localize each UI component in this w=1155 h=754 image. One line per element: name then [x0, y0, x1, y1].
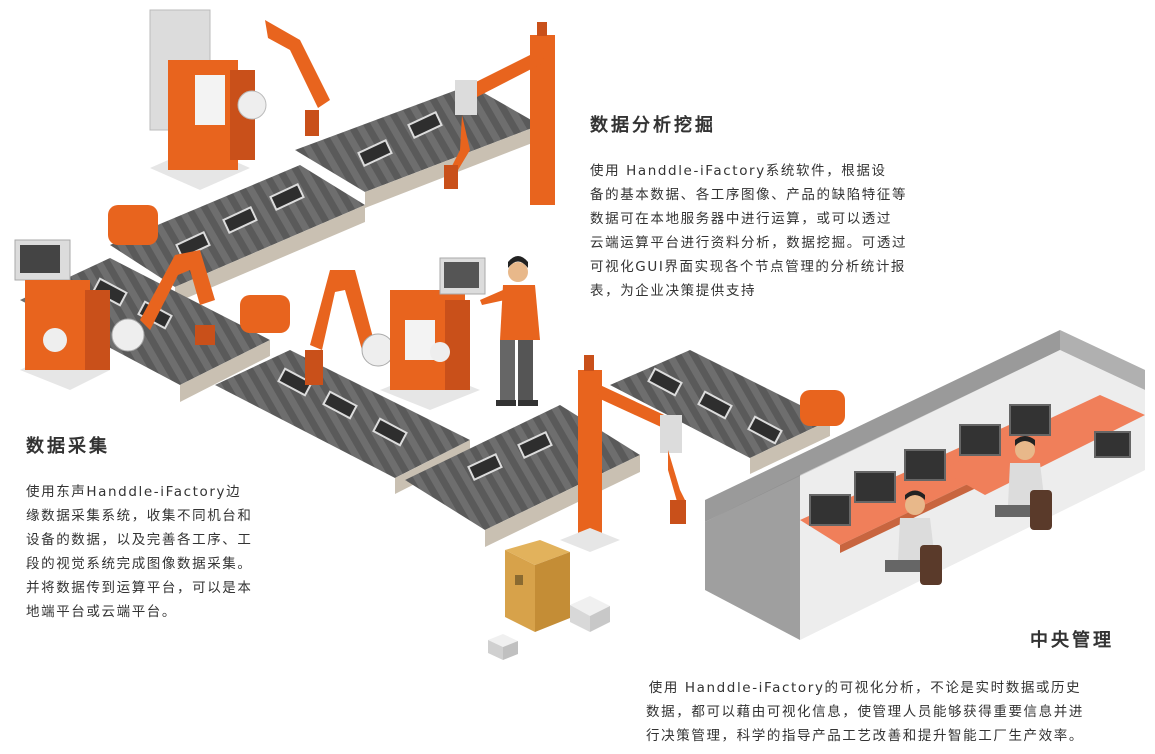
analysis-line: 备的基本数据、各工序图像、产品的缺陷特征等: [590, 187, 908, 203]
section-title-analysis: 数据分析挖掘: [590, 115, 716, 136]
robot-station-left: [14, 205, 290, 390]
collect-line: 地端平台或云端平台。: [26, 604, 177, 620]
central-line: 行决策管理，科学的指导产品工艺改善和提升智能工厂生产效率。: [646, 728, 1084, 744]
section-text-analysis: 使用 Handdle-iFactory系统软件，根据设 备的基本数据、各工序图像…: [590, 159, 970, 303]
analysis-line: 数据可在本地服务器中进行运算，或可以透过: [590, 211, 892, 227]
section-central-management: 使用 Handdle-iFactory的可视化分析，不论是实时数据或历史 数据，…: [605, 676, 1125, 748]
analysis-line: 可视化GUI界面实现各个节点管理的分析统计报: [590, 259, 907, 275]
robot-station-top: [149, 9, 330, 190]
gantry-crane-bottom: [560, 355, 845, 552]
collect-line: 使用东声Handdle-iFactory边: [26, 484, 242, 500]
central-line: 使用 Handdle-iFactory的可视化分析，不论是实时数据或历史: [648, 680, 1082, 696]
robot-station-middle: [305, 257, 486, 410]
collect-line: 并将数据传到运算平台，可以是本: [26, 580, 253, 596]
central-line: 数据，都可以藉由可视化信息，使管理人员能够获得重要信息并进: [646, 704, 1084, 720]
analysis-line: 云端运算平台进行资料分析，数据挖掘。可透过: [590, 235, 908, 251]
worker-standing: [480, 256, 540, 406]
analysis-line: 使用 Handdle-iFactory系统软件，根据设: [590, 163, 887, 179]
section-text-collect: 使用东声Handdle-iFactory边 缘数据采集系统，收集不同机台和 设备…: [26, 480, 316, 624]
section-text-central: 使用 Handdle-iFactory的可视化分析，不论是实时数据或历史 数据，…: [605, 676, 1125, 748]
section-data-collection: 数据采集 使用东声Handdle-iFactory边 缘数据采集系统，收集不同机…: [26, 432, 316, 624]
collect-line: 缘数据采集系统，收集不同机台和: [26, 508, 253, 524]
gantry-crane-top: [444, 22, 555, 205]
collect-line: 段的视觉系统完成图像数据采集。: [26, 556, 253, 572]
section-central-management-header: 中央管理: [1030, 626, 1114, 652]
collect-line: 设备的数据，以及完善各工序、工: [26, 532, 253, 548]
cardboard-boxes: [488, 540, 610, 660]
section-title-collect: 数据采集: [26, 436, 110, 457]
control-room: [705, 330, 1145, 640]
analysis-line: 表，为企业决策提供支持: [590, 283, 757, 299]
section-data-analysis: 数据分析挖掘 使用 Handdle-iFactory系统软件，根据设 备的基本数…: [590, 111, 970, 303]
section-title-central: 中央管理: [1030, 630, 1114, 651]
